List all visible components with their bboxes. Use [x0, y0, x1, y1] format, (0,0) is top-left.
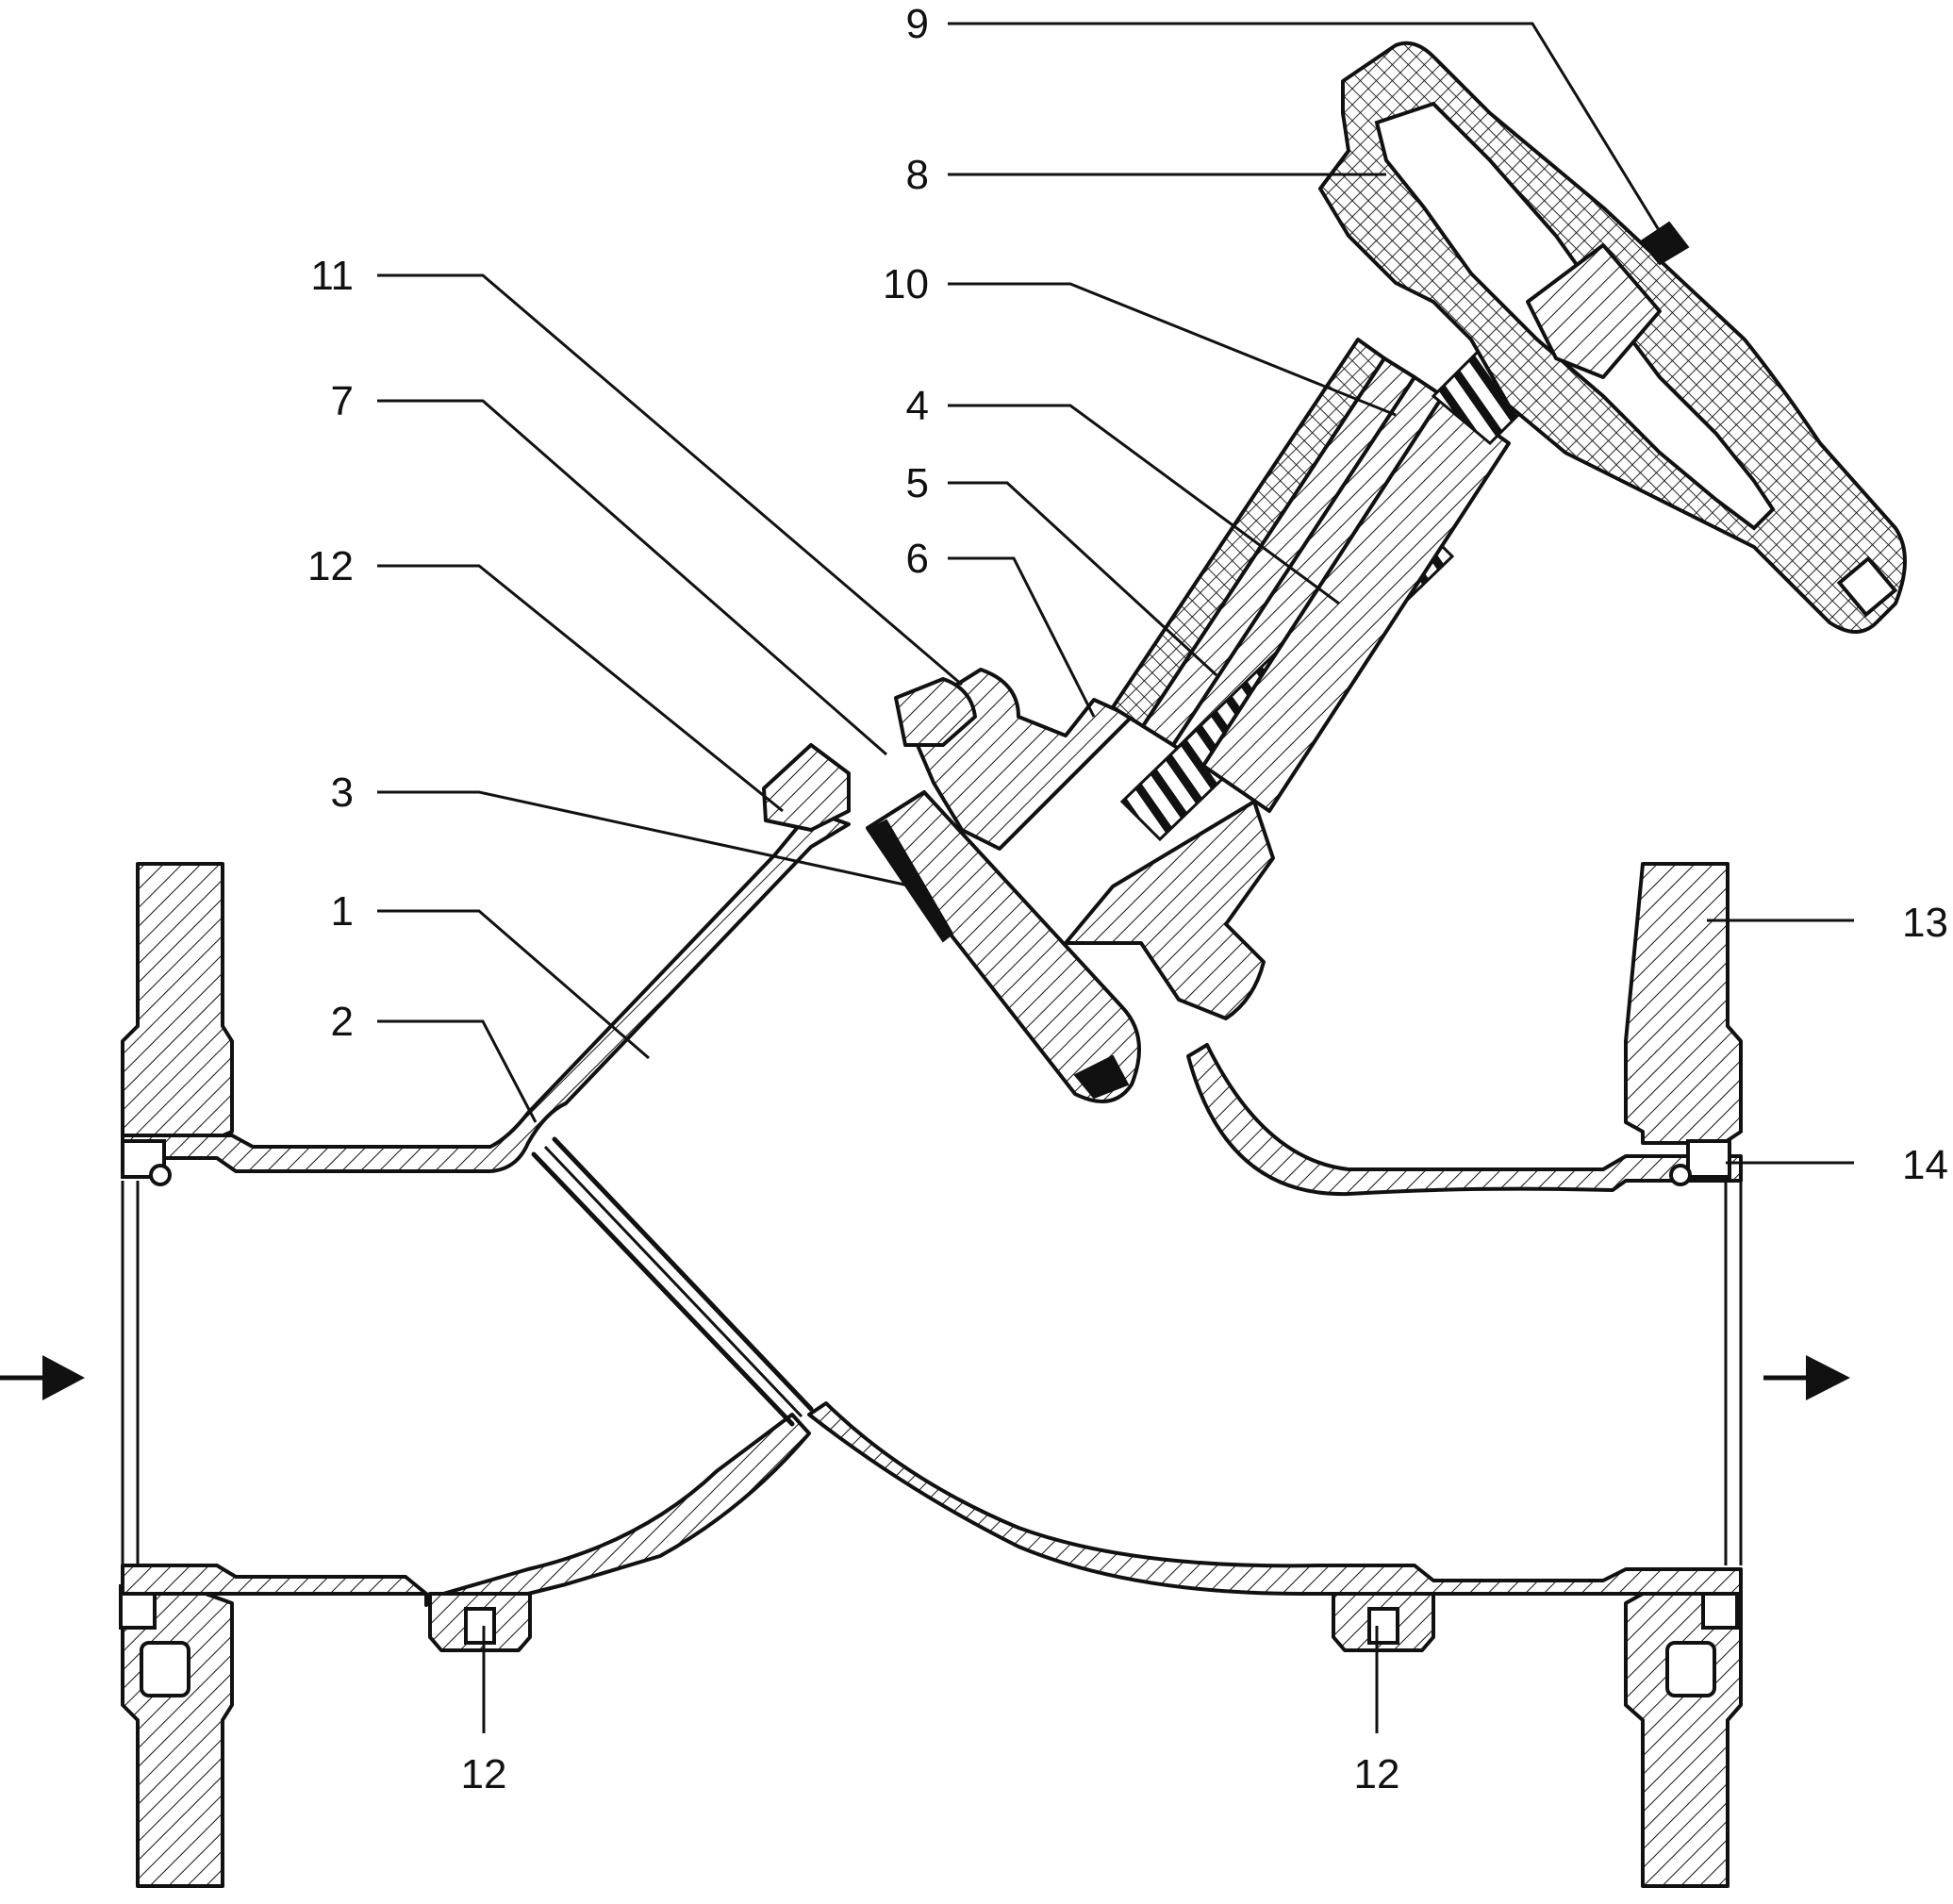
callout-leaders — [377, 22, 1854, 1733]
inlet-arrow-icon — [0, 1355, 85, 1400]
callout-2: 2 — [331, 999, 354, 1045]
callout-12-bottom-right: 12 — [1354, 1751, 1400, 1797]
drain-plug-left — [428, 1592, 532, 1652]
callout-10: 10 — [883, 261, 929, 307]
callout-11: 11 — [310, 253, 354, 299]
valve-body — [121, 809, 1743, 1607]
callout-5: 5 — [906, 460, 929, 506]
drain-plug-right — [1332, 1592, 1435, 1652]
callout-7: 7 — [331, 378, 354, 424]
flange-gaskets — [121, 1139, 1731, 1186]
bonnet — [903, 280, 1606, 1020]
callout-3: 3 — [331, 770, 354, 816]
callout-labels: 9 8 10 4 5 6 11 7 12 3 1 2 12 12 13 14 — [307, 1, 1948, 1797]
callout-12-upper: 12 — [307, 543, 354, 589]
valve-disc — [866, 790, 1141, 1103]
handwheel — [1318, 41, 1907, 634]
callout-1: 1 — [331, 888, 354, 935]
callout-13: 13 — [1902, 900, 1948, 946]
strainer-screen — [531, 1136, 814, 1427]
callout-8: 8 — [906, 152, 929, 198]
right-flange — [1624, 862, 1743, 1888]
callout-9: 9 — [906, 1, 929, 47]
outlet-arrow-icon — [1763, 1355, 1850, 1400]
bonnet-ring — [762, 677, 977, 832]
bore-lines — [121, 1181, 1743, 1565]
callout-12-bottom-left: 12 — [461, 1751, 507, 1797]
callout-14: 14 — [1902, 1142, 1948, 1188]
callout-6: 6 — [906, 536, 929, 582]
callout-4: 4 — [906, 383, 929, 429]
